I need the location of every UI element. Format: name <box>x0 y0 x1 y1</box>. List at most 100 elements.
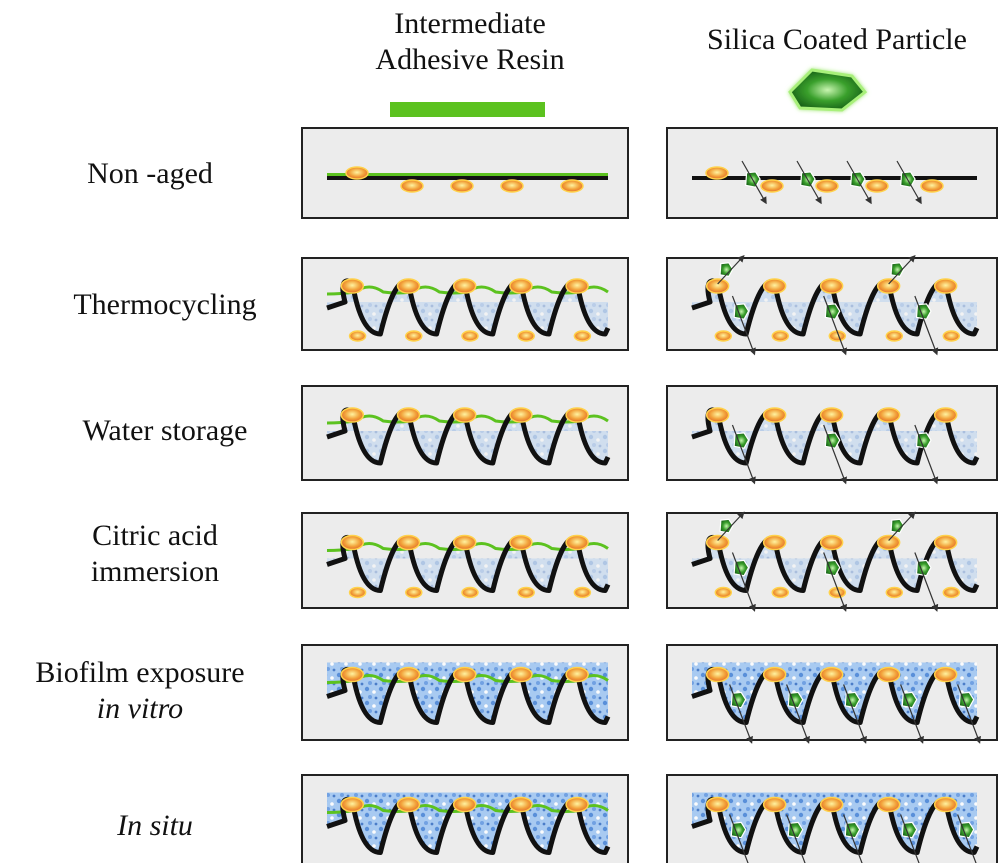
row-label-text: Thermocycling <box>73 288 257 321</box>
detach-arrow <box>914 552 939 612</box>
detach-arrow <box>914 424 939 485</box>
particle <box>933 407 958 423</box>
row-label-in-situ: In situ <box>70 808 240 844</box>
detach-arrow <box>896 160 922 205</box>
particle <box>771 586 790 599</box>
silica-particle <box>890 262 905 278</box>
particle <box>876 534 901 551</box>
panel-non-aged-left <box>301 127 629 219</box>
particle <box>885 586 904 599</box>
resin-legend-bar <box>390 102 545 117</box>
column-header-line1: Intermediate <box>394 7 546 40</box>
silica-particle <box>915 432 932 449</box>
particle <box>705 166 729 180</box>
particle <box>405 586 423 599</box>
degraded-zone <box>692 409 977 463</box>
particle <box>942 586 961 599</box>
particle <box>819 534 844 551</box>
particle <box>565 278 589 294</box>
particle <box>400 179 424 193</box>
detach-arrow <box>717 254 745 285</box>
detach-arrow <box>729 684 753 744</box>
particle <box>933 278 958 294</box>
silica-particle <box>890 518 905 534</box>
particle <box>705 407 730 423</box>
detach-arrow <box>731 295 756 356</box>
particle <box>509 407 533 423</box>
panel-frame <box>301 644 629 741</box>
particle <box>450 179 474 193</box>
detach-arrow <box>731 552 756 612</box>
row-label-non-aged: Non -aged <box>40 156 260 192</box>
particle <box>705 666 730 683</box>
detach-arrow <box>731 424 756 485</box>
row-label-biofilm: Biofilm exposure in vitro <box>0 655 280 727</box>
particle <box>461 330 479 342</box>
particle <box>405 330 423 342</box>
detach-arrow <box>888 511 916 541</box>
column-header-line2: Adhesive Resin <box>375 43 565 76</box>
particle <box>509 796 533 813</box>
particle <box>340 278 365 294</box>
degraded-zone <box>692 537 977 591</box>
particle <box>340 666 365 683</box>
particle <box>876 666 901 683</box>
particle <box>819 666 844 683</box>
panel-biofilm-right <box>666 644 998 744</box>
particle <box>705 278 730 294</box>
panel-water-storage-right <box>666 385 998 485</box>
silica-particle <box>915 559 932 577</box>
particle <box>396 407 421 423</box>
panel-frame <box>301 385 629 481</box>
particle <box>714 586 733 599</box>
particle <box>819 278 844 294</box>
particle <box>509 666 533 683</box>
column-header-label: Silica Coated Particle <box>707 23 967 56</box>
particle <box>942 330 961 342</box>
row-label-text-2: immersion <box>90 555 220 588</box>
particle <box>762 534 787 551</box>
column-header-silica-particle: Silica Coated Particle <box>670 22 1004 58</box>
particle <box>819 407 844 423</box>
particle <box>933 796 958 813</box>
panel-in-situ-left <box>301 774 629 863</box>
biofilm <box>692 662 977 723</box>
particle <box>819 796 844 813</box>
row-label-text: Water storage <box>82 414 248 447</box>
biofilm <box>692 792 977 853</box>
particle <box>705 796 730 813</box>
particle <box>396 278 421 294</box>
panel-citric-acid-left <box>301 512 629 609</box>
silica-particle <box>787 691 804 709</box>
particle <box>876 278 901 294</box>
particle <box>762 278 787 294</box>
column-header-adhesive-resin: Intermediate Adhesive Resin <box>345 6 595 78</box>
detach-arrow <box>846 160 872 205</box>
detach-arrow <box>741 160 767 205</box>
particle <box>452 407 477 423</box>
detach-arrow <box>957 684 981 744</box>
silica-particle <box>844 821 861 839</box>
particle <box>500 179 524 193</box>
biofilm <box>327 662 608 723</box>
row-label-thermocycling: Thermocycling <box>30 287 300 323</box>
particle <box>452 796 477 813</box>
particle <box>461 586 479 599</box>
silica-particle <box>958 691 975 709</box>
silica-particle <box>719 262 734 278</box>
silica-particle <box>733 303 750 320</box>
silica-particle <box>733 432 750 449</box>
row-label-citric-acid: Citric acid immersion <box>30 518 280 590</box>
detach-arrow <box>888 254 916 285</box>
particle <box>509 278 533 294</box>
detach-arrow <box>900 684 924 744</box>
silica-particle <box>824 303 841 320</box>
silica-particle <box>719 518 734 534</box>
particle <box>876 796 901 813</box>
detach-arrow <box>796 160 822 205</box>
particle <box>396 666 421 683</box>
particle <box>348 586 367 599</box>
silica-particle-legend-icon <box>788 68 868 112</box>
particle <box>396 796 421 813</box>
particle <box>340 407 365 423</box>
